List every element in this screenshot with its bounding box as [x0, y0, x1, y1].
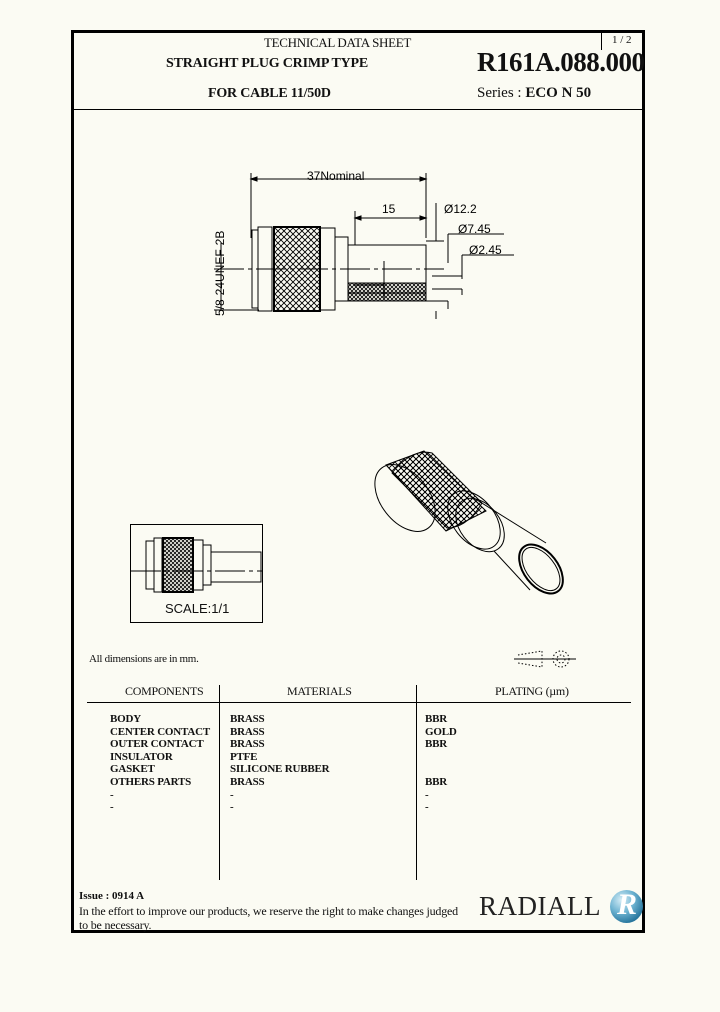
diameter-3-label: Ø2.45 [469, 243, 502, 257]
table-cell: - [425, 801, 429, 814]
series-line: Series : ECO N 50 [477, 85, 591, 102]
logo-r-mark: R [617, 888, 638, 921]
header-divider [74, 109, 642, 110]
table-header-rule [87, 702, 631, 703]
overall-length-label: 37Nominal [307, 169, 364, 183]
page-number: 1 / 2 [612, 34, 632, 46]
table-cell: BRASS [230, 725, 265, 738]
dimensions-note: All dimensions are in mm. [89, 653, 199, 665]
logo-globe-icon [610, 890, 643, 923]
radiall-logo: RADIALL R [479, 887, 643, 927]
column-header-materials: MATERIALS [287, 684, 352, 698]
table-cell: BBR [425, 775, 448, 788]
table-cell [425, 751, 457, 764]
disclaimer-text: In the effort to improve our products, w… [79, 904, 458, 932]
table-cell [425, 763, 457, 776]
table-cell: - [110, 801, 114, 814]
column-separator-1 [219, 685, 220, 880]
ferrule-length-label: 15 [382, 202, 396, 216]
materials-column: BRASS BRASS BRASS PTFE SILICONE RUBBER B… [230, 713, 330, 814]
isometric-view [374, 450, 564, 595]
table-cell: BRASS [230, 775, 265, 788]
table-cell: INSULATOR [110, 750, 173, 763]
series-label: Series : [477, 85, 526, 101]
thread-spec-label: 5/8-24UNEF-2B [213, 231, 227, 316]
plating-column: BBR GOLD BBR BBR - - [425, 713, 457, 814]
table-cell: - [230, 801, 234, 814]
projection-symbol [514, 650, 576, 668]
series-value: ECO N 50 [525, 85, 592, 101]
page-number-separator [601, 33, 602, 50]
column-separator-2 [416, 685, 417, 880]
product-subtitle: FOR CABLE 11/50D [208, 86, 331, 101]
table-cell: BBR [425, 738, 448, 751]
scale-view-box: SCALE:1/1 [130, 524, 263, 623]
issue-label: Issue : 0914 A [79, 890, 145, 902]
table-cell: OTHERS PARTS [110, 775, 192, 788]
table-cell: BRASS [230, 713, 265, 725]
scale-label: SCALE:1/1 [165, 601, 230, 616]
table-cell: PTFE [230, 750, 258, 763]
diameter-1-label: Ø12.2 [444, 202, 477, 216]
table-cell: BODY [110, 713, 141, 725]
technical-drawing: 37Nominal 15 Ø12.2 Ø7.45 Ø2.45 5/8-24UNE… [213, 169, 576, 668]
table-cell: SILICONE RUBBER [230, 763, 330, 776]
part-number: R161A.088.000 [477, 47, 645, 77]
table-cell: GASKET [110, 763, 155, 776]
table-cell: BBR [425, 713, 448, 725]
product-title: STRAIGHT PLUG CRIMP TYPE [166, 56, 368, 71]
diameter-2-label: Ø7.45 [458, 222, 491, 236]
doc-type-label: TECHNICAL DATA SHEET [264, 35, 412, 50]
table-cell: GOLD [425, 725, 457, 738]
table-cell: BRASS [230, 738, 265, 751]
column-header-components: COMPONENTS [125, 684, 204, 698]
components-column: BODY CENTER CONTACT OUTER CONTACT INSULA… [110, 713, 210, 814]
table-cell: - [425, 788, 429, 801]
table-cell: - [110, 788, 114, 801]
table-cell: - [230, 788, 234, 801]
table-cell: OUTER CONTACT [110, 738, 204, 751]
column-header-plating: PLATING (µm) [495, 684, 569, 698]
datasheet-frame: TECHNICAL DATA SHEET 1 / 2 STRAIGHT PLUG… [71, 30, 645, 933]
logo-wordmark: RADIALL [479, 891, 601, 921]
side-view [214, 173, 514, 319]
scale-drawing [131, 537, 262, 593]
table-cell: CENTER CONTACT [110, 725, 210, 738]
